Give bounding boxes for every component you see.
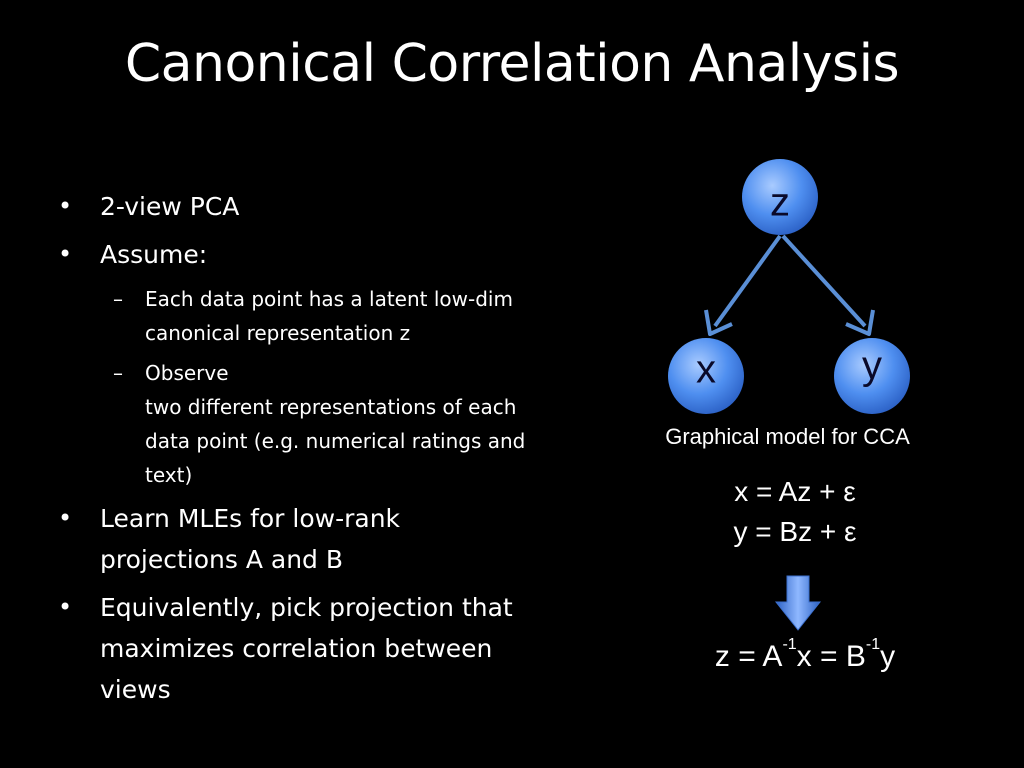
bullet-text-line: maximizes correlation between — [100, 634, 493, 663]
edge-z-to-x — [713, 234, 782, 328]
sub-bullet-text: Observe — [145, 361, 229, 385]
bullet-dot: • — [58, 192, 73, 220]
sub-bullet-text: Each data point has a latent low-dim — [145, 287, 513, 311]
down-arrow-icon — [774, 575, 822, 631]
slide-title: Canonical Correlation Analysis — [124, 34, 900, 94]
bullet-dot: • — [58, 593, 73, 621]
node-x-circle — [668, 338, 744, 414]
bullet-text-line: Learn MLEs for low-rank — [100, 504, 401, 533]
bullet-item: • 2-view PCA — [58, 186, 618, 227]
node-z-label: z — [770, 181, 790, 225]
equation-z-superscript: -1 — [782, 636, 797, 653]
bullet-list: • 2-view PCA • Assume: – Each data point… — [58, 186, 618, 717]
sub-bullet-dash: – — [113, 287, 123, 311]
equation-z-superscript: -1 — [865, 636, 881, 653]
bullet-dot: • — [58, 240, 73, 268]
arrowhead-y — [845, 309, 875, 336]
sub-bullet-text: data point (e.g. numerical ratings and — [145, 429, 526, 453]
equation-z-part: x = B — [796, 640, 866, 673]
sub-bullet-text: canonical representation z — [145, 321, 411, 345]
node-z-circle — [742, 159, 818, 235]
bullet-item: • Equivalently, pick projection that max… — [58, 587, 618, 710]
bullet-text-line: Equivalently, pick projection that — [100, 593, 513, 622]
bullet-text: 2-view PCA — [100, 192, 240, 221]
bullet-text-line: views — [100, 675, 171, 704]
sub-bullet-item: – Observe two different representations … — [58, 356, 618, 492]
bullet-text: Assume: — [100, 240, 208, 269]
node-x-label: x — [696, 348, 716, 392]
sub-bullet-text: two different representations of each — [145, 395, 517, 419]
equation-x: x = Az + ε — [734, 476, 856, 507]
sub-bullet-text: text) — [145, 463, 193, 487]
equation-z: z = A-1x = B-1y — [620, 636, 990, 674]
arrowhead-x — [704, 309, 733, 336]
equation-y: y = Bz + ε — [733, 516, 857, 547]
node-y-circle — [834, 338, 910, 414]
sub-bullet-dash: – — [113, 361, 123, 385]
diagram-caption: Graphical model for CCA — [665, 424, 910, 449]
equation-z-part: y — [880, 640, 896, 673]
sub-bullet-item: – Each data point has a latent low-dim c… — [58, 282, 618, 350]
node-y-label: y — [862, 344, 882, 388]
bullet-item: • Assume: — [58, 234, 618, 275]
bullet-text-line: projections A and B — [100, 545, 344, 574]
bullet-item: • Learn MLEs for low-rank projections A … — [58, 498, 618, 580]
bullet-dot: • — [58, 504, 73, 532]
edge-z-to-y — [781, 234, 867, 328]
equation-z-part: z = A — [714, 640, 783, 673]
